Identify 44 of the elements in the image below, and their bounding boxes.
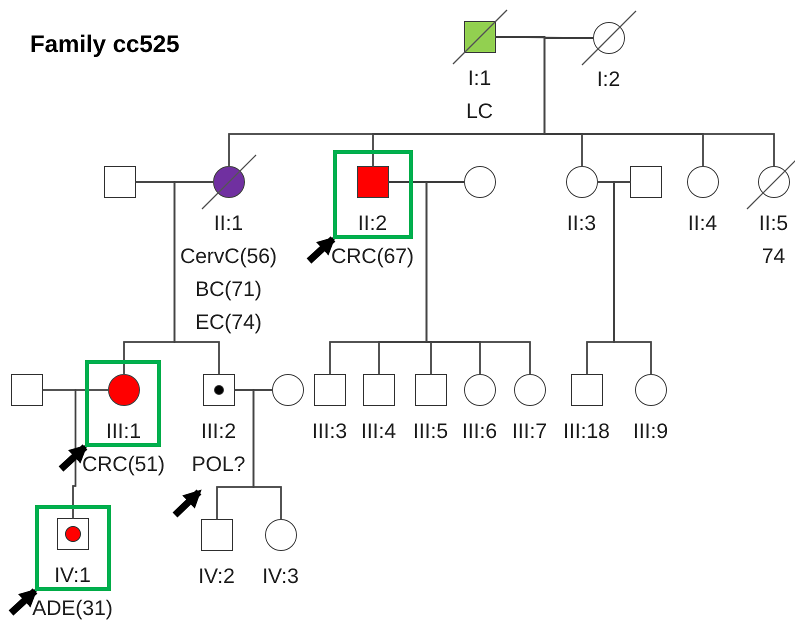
individual-id-label: III:9 bbox=[632, 420, 668, 444]
annotation-label: ADE(31) bbox=[32, 596, 113, 620]
male-symbol bbox=[630, 166, 662, 198]
title: Family cc525 bbox=[30, 31, 180, 59]
individual-id-label: II:2 bbox=[358, 212, 388, 236]
individual-id-label: III:6 bbox=[462, 420, 498, 444]
individual-id-label: II:3 bbox=[566, 212, 596, 236]
individual-id-label: II:5 bbox=[758, 212, 788, 236]
annotation-label: CRC(67) bbox=[331, 244, 414, 268]
pedigree-line bbox=[544, 37, 775, 166]
individual-id-label: I:1 bbox=[468, 66, 492, 90]
individual-id-label: III:4 bbox=[360, 420, 396, 444]
female-symbol bbox=[464, 166, 496, 198]
male-symbol bbox=[11, 374, 43, 406]
individual-id-label: III:7 bbox=[512, 420, 548, 444]
individual-id-label: III:3 bbox=[312, 420, 348, 444]
annotation-label: 74 bbox=[762, 244, 786, 268]
individual-id-label: III:18 bbox=[563, 420, 610, 444]
individual-id-label: III:2 bbox=[200, 420, 236, 444]
individual-id-label: III:5 bbox=[412, 420, 448, 444]
female-symbol bbox=[272, 374, 304, 406]
annotation-label: BC(71) bbox=[195, 278, 262, 302]
individual-id-label: III:1 bbox=[106, 420, 142, 444]
individual-id-label: IV:3 bbox=[262, 564, 299, 588]
proband-arrow bbox=[306, 236, 336, 264]
pedigree-line bbox=[252, 389, 282, 519]
individual-id-label: IV:2 bbox=[198, 564, 235, 588]
annotation-label: POL? bbox=[192, 452, 246, 476]
pedigree-line bbox=[174, 181, 220, 374]
pedigree-line bbox=[613, 181, 652, 374]
annotation-label: CervC(56) bbox=[180, 244, 277, 268]
proband-arrow bbox=[8, 588, 38, 616]
annotation-label: CRC(51) bbox=[82, 452, 165, 476]
male-symbol bbox=[104, 166, 136, 198]
pedigree-line bbox=[426, 181, 531, 374]
annotation-label: LC bbox=[466, 100, 493, 124]
individual-id-label: II:1 bbox=[214, 212, 244, 236]
individual-id-label: II:4 bbox=[688, 212, 718, 236]
proband-arrow bbox=[58, 444, 88, 472]
individual-id-label: IV:1 bbox=[54, 564, 91, 588]
proband-arrow bbox=[172, 489, 202, 518]
annotation-label: EC(74) bbox=[195, 310, 262, 334]
individual-id-label: I:2 bbox=[596, 68, 620, 92]
pedigree-line bbox=[72, 389, 108, 518]
